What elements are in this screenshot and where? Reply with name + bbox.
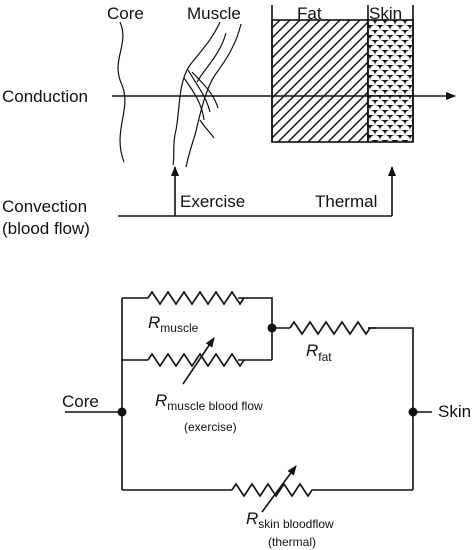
exercise-label: Exercise xyxy=(180,192,245,211)
thermal-label: Thermal xyxy=(315,192,377,211)
variable-arrow-skin xyxy=(261,465,297,513)
node-core xyxy=(117,407,127,417)
resistor-muscle-bloodflow xyxy=(147,352,245,368)
skin-layer xyxy=(367,19,414,143)
circuit-core-label: Core xyxy=(62,392,99,411)
label-r-muscle: Rmuscle xyxy=(148,313,199,335)
tissue-diagram: Core Muscle Fat Skin Conduction Convecti… xyxy=(2,4,456,238)
core-boundary-line xyxy=(117,21,126,163)
resistor-fat xyxy=(289,320,376,336)
label-r-fat: Rfat xyxy=(306,341,332,364)
fat-layer xyxy=(271,19,369,143)
node-skin xyxy=(408,407,418,417)
core-label: Core xyxy=(107,4,144,23)
label-r-skin-bloodflow: Rskin bloodflow xyxy=(246,509,334,531)
resistor-muscle xyxy=(147,290,245,306)
label-r-muscle-bloodflow: Rmuscle blood flow xyxy=(155,391,263,413)
node-muscle-fat xyxy=(267,323,277,333)
variable-arrow-muscle xyxy=(182,337,215,385)
resistor-skin-bloodflow xyxy=(231,482,318,498)
circuit-skin-label: Skin xyxy=(438,402,471,421)
label-thermal-note: (thermal) xyxy=(268,535,316,549)
fat-label: Fat xyxy=(297,4,322,23)
convection-label-line1: Convection xyxy=(2,197,87,216)
muscle-label: Muscle xyxy=(187,4,241,23)
convection-label-line2: (blood flow) xyxy=(2,219,90,238)
muscle-fibres xyxy=(172,21,242,168)
conduction-label: Conduction xyxy=(2,87,88,106)
circuit-wires xyxy=(65,297,432,491)
resistance-circuit: Core Skin Rmuscle Rfat Rmuscle blood flo… xyxy=(62,290,471,549)
label-exercise-note: (exercise) xyxy=(184,420,237,434)
skin-label: Skin xyxy=(369,4,402,23)
